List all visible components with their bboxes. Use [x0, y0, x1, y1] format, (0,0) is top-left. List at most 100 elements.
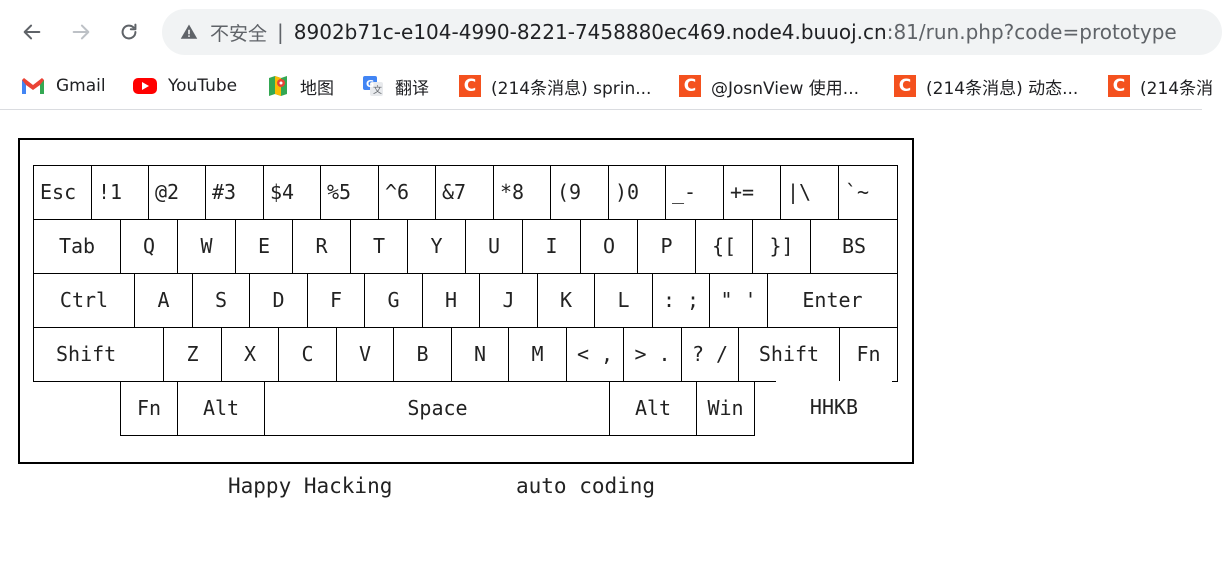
key-i[interactable]: I — [522, 219, 581, 274]
key-b[interactable]: B — [393, 327, 452, 382]
key-space[interactable]: Space — [264, 381, 611, 436]
key-c[interactable]: C — [278, 327, 337, 382]
forward-arrow-icon — [72, 24, 90, 40]
key-v[interactable]: V — [336, 327, 394, 382]
key-fn-left[interactable]: Fn — [120, 381, 178, 436]
key-3[interactable]: #3 — [205, 165, 264, 220]
bookmark-label: (214条消 — [1140, 78, 1214, 99]
key-n[interactable]: N — [451, 327, 509, 382]
insecure-label: 不安全 — [210, 22, 268, 45]
key-7[interactable]: &7 — [435, 165, 494, 220]
key-ctrl[interactable]: Ctrl — [33, 273, 135, 328]
back-button[interactable] — [14, 14, 50, 50]
key-2[interactable]: @2 — [148, 165, 206, 220]
gmail-icon — [22, 78, 44, 94]
key-5[interactable]: %5 — [320, 165, 379, 220]
bookmark-label: Gmail — [56, 76, 106, 96]
key-r[interactable]: R — [292, 219, 351, 274]
translate-icon: G 文 — [363, 76, 383, 96]
key-o[interactable]: O — [580, 219, 638, 274]
key-a[interactable]: A — [134, 273, 193, 328]
key-backtick[interactable]: `~ — [838, 165, 898, 220]
key-0[interactable]: )0 — [608, 165, 666, 220]
key-f[interactable]: F — [307, 273, 365, 328]
key-enter[interactable]: Enter — [767, 273, 898, 328]
key-e[interactable]: E — [235, 219, 293, 274]
hhkb-logo: HHKB — [776, 381, 892, 436]
warning-triangle-icon — [180, 23, 198, 41]
url-path: :81/run.php?code=prototype — [886, 20, 1177, 44]
key-backslash[interactable]: |\ — [780, 165, 839, 220]
key-backspace[interactable]: BS — [810, 219, 898, 274]
reload-icon — [121, 23, 137, 40]
key-fn-right[interactable]: Fn — [839, 327, 898, 382]
key-left-shift[interactable]: Shift — [33, 327, 164, 382]
browser-toolbar: 不安全 | 8902b71c-e104-4990-8221-7458880ec4… — [0, 0, 1222, 64]
bookmark-csdn-3[interactable]: C (214条消息) 动态... — [894, 72, 1078, 100]
caption-happy-hacking: Happy Hacking — [228, 474, 393, 498]
key-semicolon[interactable]: : ; — [652, 273, 710, 328]
key-right-alt[interactable]: Alt — [609, 381, 697, 436]
key-j[interactable]: J — [479, 273, 538, 328]
key-t[interactable]: T — [350, 219, 408, 274]
url-separator: | — [277, 20, 284, 44]
key-k[interactable]: K — [537, 273, 595, 328]
caption-auto-coding: auto coding — [516, 474, 656, 498]
key-y[interactable]: Y — [407, 219, 466, 274]
maps-icon — [269, 76, 287, 96]
key-left-alt[interactable]: Alt — [177, 381, 265, 436]
key-l[interactable]: L — [594, 273, 653, 328]
bookmark-label: 翻译 — [395, 78, 429, 99]
key-d[interactable]: D — [249, 273, 308, 328]
bookmark-csdn-1[interactable]: C (214条消息) sprin... — [459, 72, 651, 100]
key-slash[interactable]: ? / — [681, 327, 739, 382]
key-esc[interactable]: Esc — [33, 165, 92, 220]
key-x[interactable]: X — [221, 327, 279, 382]
bookmark-label: (214条消息) sprin... — [491, 78, 652, 99]
bookmark-label: 地图 — [300, 78, 334, 99]
key-9[interactable]: (9 — [550, 165, 609, 220]
back-arrow-icon — [23, 24, 41, 40]
url-host: 8902b71c-e104-4990-8221-7458880ec469.nod… — [293, 20, 887, 44]
key-period[interactable]: > . — [623, 327, 682, 382]
forward-button[interactable] — [63, 14, 99, 50]
key-win[interactable]: Win — [696, 381, 755, 436]
key-q[interactable]: Q — [120, 219, 178, 274]
csdn-icon: C — [679, 75, 701, 97]
bookmark-label: @JosnView 使用... — [711, 78, 860, 99]
key-comma[interactable]: < , — [566, 327, 624, 382]
key-6[interactable]: ^6 — [378, 165, 436, 220]
key-right-brace[interactable]: }] — [752, 219, 811, 274]
key-quote[interactable]: " ' — [709, 273, 768, 328]
bookmark-csdn-2[interactable]: C @JosnView 使用... — [679, 72, 859, 100]
key-equals[interactable]: += — [723, 165, 781, 220]
key-u[interactable]: U — [465, 219, 523, 274]
key-g[interactable]: G — [364, 273, 423, 328]
csdn-icon: C — [894, 75, 916, 97]
reload-button[interactable] — [111, 14, 147, 50]
key-8[interactable]: *8 — [493, 165, 551, 220]
key-z[interactable]: Z — [163, 327, 222, 382]
address-bar[interactable]: 不安全 | 8902b71c-e104-4990-8221-7458880ec4… — [162, 9, 1222, 55]
key-tab[interactable]: Tab — [33, 219, 121, 274]
key-m[interactable]: M — [508, 327, 567, 382]
svg-text:文: 文 — [373, 84, 382, 96]
bookmark-youtube[interactable]: YouTube — [132, 72, 237, 100]
bookmark-label: YouTube — [168, 76, 238, 96]
bookmark-translate[interactable]: G 文 翻译 — [361, 72, 429, 100]
youtube-icon — [133, 78, 157, 94]
key-4[interactable]: $4 — [263, 165, 321, 220]
key-s[interactable]: S — [192, 273, 250, 328]
bookmark-maps[interactable]: 地图 — [266, 72, 334, 100]
key-left-brace[interactable]: {[ — [695, 219, 753, 274]
key-1[interactable]: !1 — [91, 165, 149, 220]
bookmark-label: (214条消息) 动态... — [926, 78, 1079, 99]
bookmark-gmail[interactable]: Gmail — [20, 72, 106, 100]
key-right-shift[interactable]: Shift — [738, 327, 840, 382]
key-minus[interactable]: _- — [665, 165, 724, 220]
key-w[interactable]: W — [177, 219, 236, 274]
bookmark-csdn-4[interactable]: C (214条消 — [1108, 72, 1213, 100]
key-h[interactable]: H — [422, 273, 480, 328]
csdn-icon: C — [1108, 75, 1130, 97]
key-p[interactable]: P — [637, 219, 696, 274]
